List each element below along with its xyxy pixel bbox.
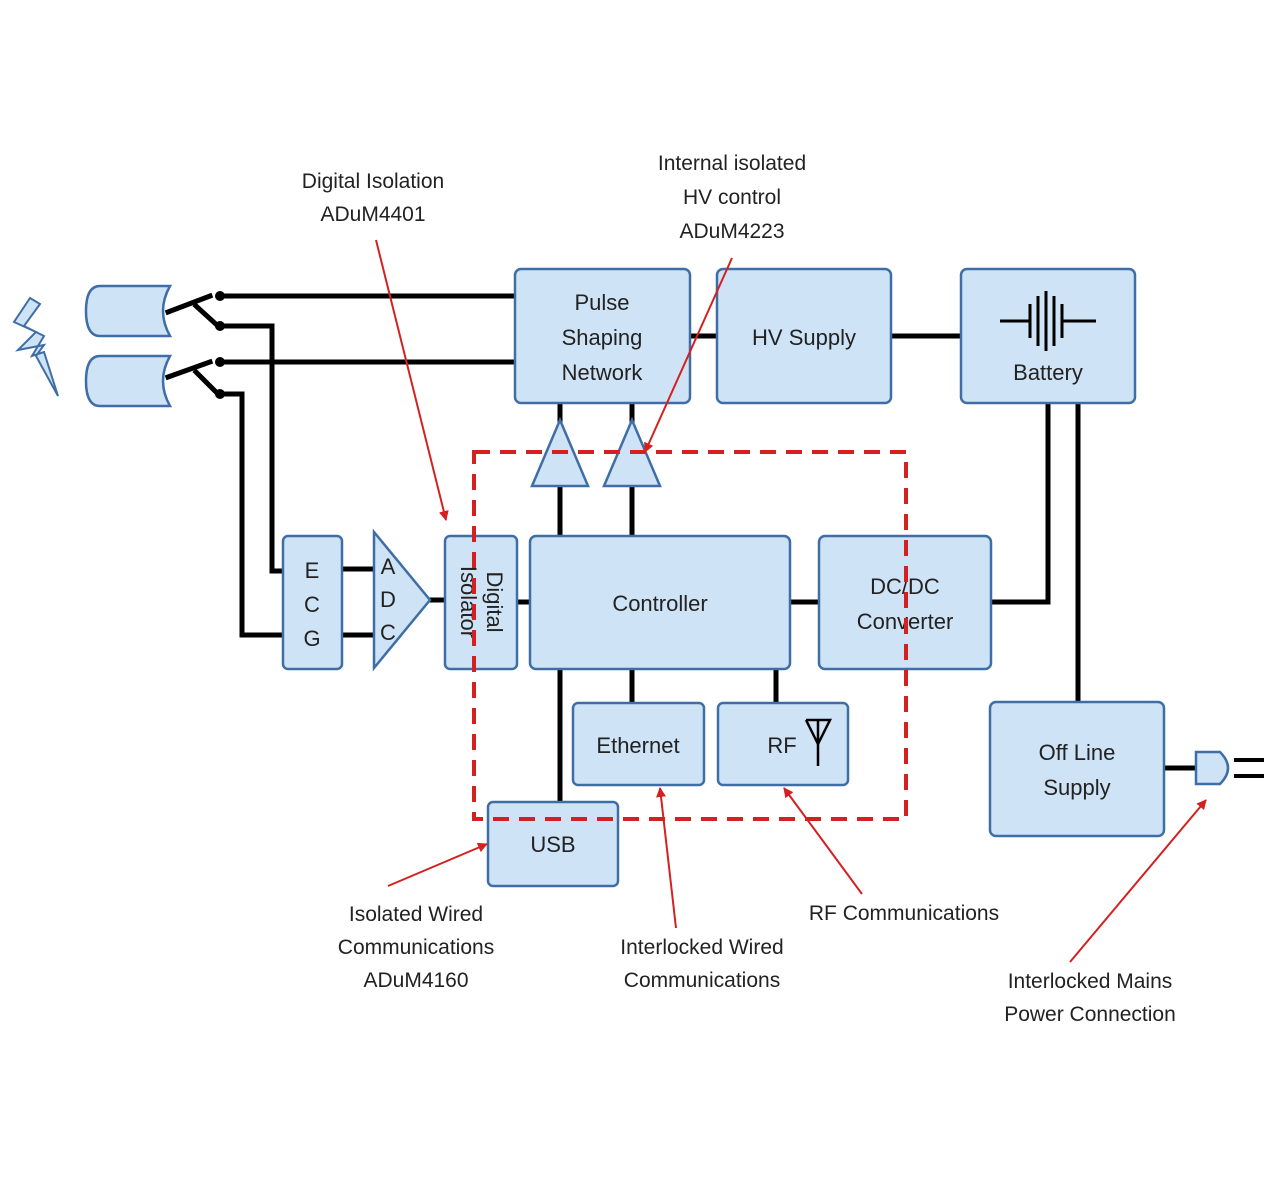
annotation-digital-isolation-line-2: ADuM4401 [320,203,425,226]
ecg-letter-g: G [303,626,320,651]
battery-label: Battery [1013,360,1083,385]
offline-supply-block: Off Line Supply [988,700,1166,838]
paddle-icon [84,354,173,408]
annotation-digital-isolation-line-1: Digital Isolation [302,170,444,193]
annotation-internal-hv-line-3: ADuM4223 [679,220,784,243]
adc-letter-d: D [380,587,396,612]
isolation-boundary [472,450,908,821]
antenna-icon [804,718,833,766]
ethernet-label: Ethernet [596,733,679,758]
pulse-shaping-network-block: Pulse Shaping Network [513,267,692,405]
annotation-interlocked-wired-line-2: Communications [624,969,780,992]
battery-symbol-icon [1000,291,1096,351]
hv-supply-label: HV Supply [752,325,856,350]
usb-label: USB [530,832,575,857]
pulse-shaping-label-3: Network [562,360,644,385]
annotation-internal-hv: Internal isolated HV control ADuM4223 [658,152,806,243]
annotation-rf-communications-line: RF Communications [809,902,999,925]
annotation-digital-isolation: Digital Isolation ADuM4401 [302,170,444,226]
annotation-isolated-wired-line-2: Communications [338,936,494,959]
usb-block: USB [486,800,620,888]
annotation-mains: Interlocked Mains Power Connection [1004,970,1176,1026]
digital-isolator-block: Digital Isolator [443,534,519,671]
annotation-arrows [375,239,1207,963]
annotation-interlocked-wired: Interlocked Wired Communications [620,936,783,992]
pulse-shaping-label-2: Shaping [562,325,643,350]
wiring [164,292,1199,805]
lightning-icon [12,296,59,397]
annotation-isolated-wired: Isolated Wired Communications ADuM4160 [338,903,494,992]
ecg-letter-e: E [305,558,320,583]
annotation-rf-communications: RF Communications [809,902,999,925]
annotation-internal-hv-line-1: Internal isolated [658,152,806,175]
ethernet-block: Ethernet [571,701,706,787]
controller-block: Controller [528,534,792,671]
annotation-isolated-wired-line-3: ADuM4160 [363,969,468,992]
annotation-mains-line-1: Interlocked Mains [1008,970,1173,993]
hv-supply-block: HV Supply [715,267,893,405]
pulse-shaping-label-1: Pulse [574,290,629,315]
offline-supply-label-1: Off Line [1039,740,1116,765]
digital-isolator-label-1: Digital [482,571,507,632]
battery-block: Battery [959,267,1137,405]
adc-letter-c: C [380,620,396,645]
offline-supply-label-2: Supply [1043,775,1110,800]
annotation-isolated-wired-line-1: Isolated Wired [349,903,483,926]
ecg-letter-c: C [304,592,320,617]
annotation-interlocked-wired-line-1: Interlocked Wired [620,936,783,959]
controller-label: Controller [612,591,707,616]
switch-contacts [215,291,225,399]
paddle-icon [84,284,173,338]
rf-block: RF [716,701,850,787]
ecg-block: E C G [281,534,344,671]
adc-letter-a: A [381,554,396,579]
digital-isolator-label-2: Isolator [456,566,481,638]
plug-icon [1194,750,1264,786]
adc-block: A D C [372,528,432,672]
annotation-internal-hv-line-2: HV control [683,186,781,209]
annotation-mains-line-2: Power Connection [1004,1003,1176,1026]
rf-label: RF [767,733,796,758]
